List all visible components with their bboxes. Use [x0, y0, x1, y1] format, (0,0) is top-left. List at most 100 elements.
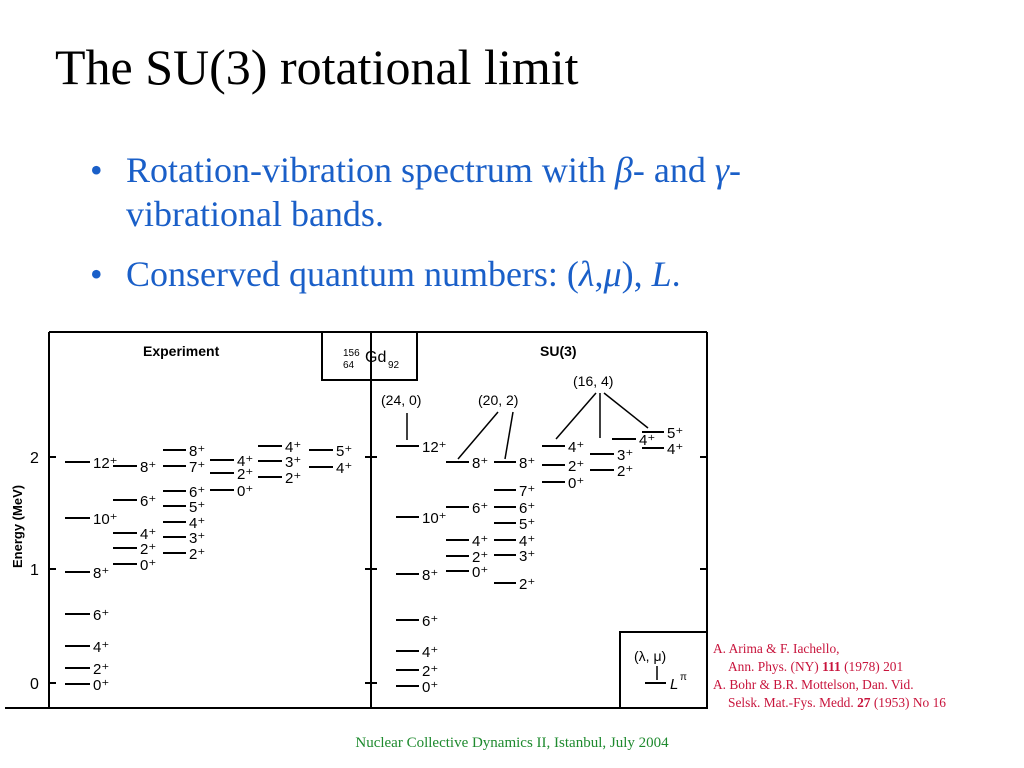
- experiment-level-label: 4⁺: [140, 526, 156, 543]
- experiment-level-label: 6⁺: [93, 607, 109, 624]
- irrep-label: (24, 0): [381, 392, 421, 408]
- experiment-level-label: 4⁺: [93, 639, 109, 656]
- su3-level-label: 6⁺: [472, 500, 488, 517]
- reference-line: A. Arima & F. Iachello,: [713, 641, 840, 656]
- nucleus-label: 156 64 Gd 92: [343, 348, 400, 371]
- irrep-label: (16, 4): [573, 373, 613, 389]
- experiment-level-label: 0⁺: [237, 483, 253, 500]
- gamma-symbol: γ: [714, 150, 730, 190]
- lambda-symbol: λ: [578, 254, 595, 294]
- experiment-level-label: 8⁺: [140, 459, 156, 476]
- experiment-level-label: 2⁺: [189, 546, 205, 563]
- mu-symbol: μ: [603, 254, 622, 294]
- references: A. Arima & F. Iachello, Ann. Phys. (NY) …: [713, 640, 1018, 712]
- experiment-level-label: 4⁺: [285, 439, 301, 456]
- su3-level-label: 0⁺: [568, 475, 584, 492]
- experiment-level-label: 4⁺: [237, 453, 253, 470]
- experiment-level-label: 8⁺: [93, 565, 109, 582]
- bullet-list: • Rotation-vibration spectrum with β- an…: [90, 148, 990, 312]
- experiment-level-label: 12⁺: [93, 455, 118, 472]
- L-symbol: L: [651, 254, 672, 294]
- y-axis-label: Energy (MeV): [10, 485, 25, 568]
- experiment-level-label: 3⁺: [189, 530, 205, 547]
- experiment-level-label: 0⁺: [140, 557, 156, 574]
- experiment-level-label: 4⁺: [189, 515, 205, 532]
- su3-level-label: 3⁺: [519, 548, 535, 565]
- su3-level-label: 4⁺: [639, 432, 655, 449]
- su3-level-label: 6⁺: [422, 613, 438, 630]
- su3-level-label: 4⁺: [422, 644, 438, 661]
- su3-level-label: 4⁺: [667, 441, 683, 458]
- bullet-text: -: [729, 150, 742, 190]
- beta-symbol: β: [614, 150, 633, 190]
- bullet-dot-icon: •: [90, 254, 103, 294]
- key-irrep: (λ, μ): [634, 648, 666, 664]
- mass-number: 156: [343, 348, 360, 359]
- bullet-dot-icon: •: [90, 150, 103, 190]
- irrep-label: (20, 2): [478, 392, 518, 408]
- su3-level-label: 5⁺: [667, 425, 683, 442]
- bullet-item: • Rotation-vibration spectrum with β- an…: [90, 148, 990, 236]
- experiment-level-label: 0⁺: [93, 677, 109, 694]
- neutron-number: 92: [388, 360, 400, 371]
- y-tick-label: 1: [30, 562, 39, 579]
- experiment-level-label: 2⁺: [140, 541, 156, 558]
- experiment-level-label: 2⁺: [285, 470, 301, 487]
- su3-level-label: 0⁺: [422, 679, 438, 696]
- slide-title: The SU(3) rotational limit: [55, 39, 579, 95]
- element-symbol: Gd: [365, 349, 386, 366]
- experiment-level-label: 5⁺: [189, 499, 205, 516]
- y-tick-label: 0: [30, 676, 39, 693]
- su3-level-label: 0⁺: [472, 564, 488, 581]
- reference-line: Ann. Phys. (NY) 111 (1978) 201: [728, 659, 904, 674]
- su3-level-label: 2⁺: [617, 463, 633, 480]
- experiment-label: Experiment: [143, 343, 220, 359]
- experiment-level-label: 4⁺: [336, 460, 352, 477]
- su3-label: SU(3): [540, 343, 577, 359]
- experiment-level-label: 2⁺: [93, 661, 109, 678]
- key-level-parity: π: [680, 672, 687, 683]
- experiment-level-label: 7⁺: [189, 459, 205, 476]
- su3-level-label: 4⁺: [568, 439, 584, 456]
- bullet-text: ,: [594, 254, 604, 294]
- slide-footer: Nuclear Collective Dynamics II, Istanbul…: [355, 735, 669, 751]
- su3-level-label: 8⁺: [472, 455, 488, 472]
- su3-level-label: 12⁺: [422, 439, 447, 456]
- bullet-text: - and: [632, 150, 715, 190]
- su3-level-label: 3⁺: [617, 447, 633, 464]
- experiment-level-label: 2⁺: [237, 466, 253, 483]
- su3-level-label: 2⁺: [519, 576, 535, 593]
- su3-level-label: 8⁺: [519, 455, 535, 472]
- su3-level-label: 7⁺: [519, 483, 535, 500]
- reference-line: Selsk. Mat.-Fys. Medd. 27 (1953) No 16: [728, 695, 946, 710]
- bullet-text: vibrational bands.: [126, 194, 384, 234]
- bullet-text: ),: [621, 254, 652, 294]
- su3-level-label: 10⁺: [422, 510, 447, 527]
- reference-line: A. Bohr & B.R. Mottelson, Dan. Vid.: [713, 677, 914, 692]
- su3-level-label: 2⁺: [568, 458, 584, 475]
- experiment-level-label: 8⁺: [189, 443, 205, 460]
- key-level-L: L: [670, 676, 678, 693]
- experiment-level-label: 6⁺: [140, 493, 156, 510]
- experiment-level-label: 10⁺: [93, 511, 118, 528]
- su3-level-label: 4⁺: [472, 533, 488, 550]
- su3-levels: 12⁺8⁺8⁺4⁺4⁺5⁺2⁺3⁺4⁺0⁺2⁺7⁺6⁺6⁺5⁺10⁺4⁺4⁺2⁺…: [396, 425, 683, 696]
- bullet-text: Conserved quantum numbers: (: [126, 254, 579, 294]
- atomic-number: 64: [343, 360, 355, 371]
- experiment-level-label: 3⁺: [285, 454, 301, 471]
- bullet-text: .: [671, 254, 681, 294]
- su3-level-label: 2⁺: [472, 549, 488, 566]
- su3-level-label: 5⁺: [519, 516, 535, 533]
- experiment-level-label: 6⁺: [189, 484, 205, 501]
- experiment-level-label: 5⁺: [336, 443, 352, 460]
- su3-level-label: 2⁺: [422, 663, 438, 680]
- y-tick-label: 2: [30, 450, 39, 467]
- bullet-item: • Conserved quantum numbers: (λ,μ), L.: [90, 252, 990, 296]
- su3-level-label: 8⁺: [422, 567, 438, 584]
- su3-level-label: 4⁺: [519, 533, 535, 550]
- su3-level-label: 6⁺: [519, 500, 535, 517]
- experiment-levels: 12⁺8⁺8⁺7⁺4⁺4⁺5⁺3⁺4⁺2⁺2⁺0⁺6⁺6⁺5⁺10⁺4⁺4⁺3⁺…: [65, 439, 352, 694]
- irrep-connectors: [406, 392, 649, 460]
- bullet-text: Rotation-vibration spectrum with: [126, 150, 615, 190]
